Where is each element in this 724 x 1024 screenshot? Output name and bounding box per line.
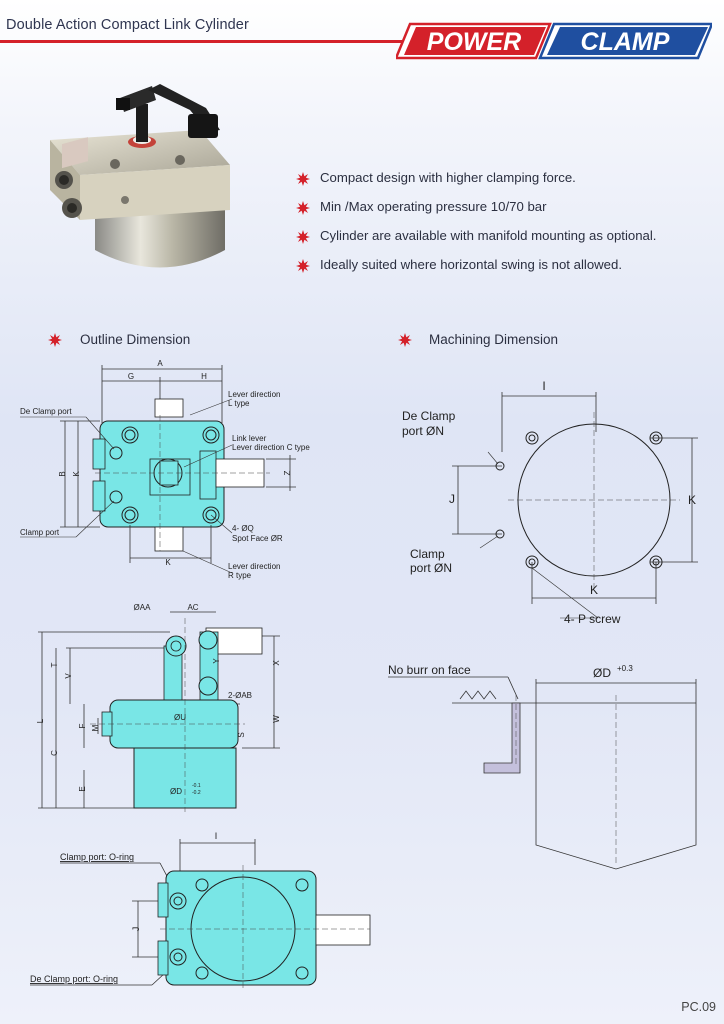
outline-heading: Outline Dimension — [48, 332, 248, 350]
dim-label: W — [272, 715, 281, 723]
annotation: Lever direction C type — [232, 443, 310, 452]
red-starburst-icon — [296, 172, 310, 186]
dim-label: M — [91, 724, 100, 731]
dim-label: J — [449, 492, 455, 506]
dim-label: C — [50, 750, 59, 756]
red-starburst-icon — [48, 333, 62, 347]
dim-label: L — [36, 718, 45, 723]
annotation: De Clamp — [402, 409, 456, 423]
feature-text: Ideally suited where horizontal swing is… — [320, 257, 623, 272]
dim-label: K — [590, 583, 598, 597]
dim-label: Z — [283, 470, 292, 475]
feature-text: Min /Max operating pressure 10/70 bar — [320, 199, 547, 214]
machining-heading: Machining Dimension — [398, 332, 618, 350]
annotation: Spot Face ØR — [232, 534, 283, 543]
dim-label: ØD — [170, 787, 182, 796]
dim-label: ØD — [593, 666, 611, 680]
brand-left-text: POWER — [427, 28, 521, 56]
annotation: Clamp — [410, 547, 445, 561]
dim-label: S — [237, 732, 246, 737]
dim-label: Y — [212, 658, 221, 664]
product-photo — [50, 84, 230, 268]
dim-label: J — [131, 927, 141, 932]
red-starburst-icon — [398, 333, 412, 347]
dim-label: E — [78, 786, 87, 791]
brand-logo: POWER CLAMP — [396, 22, 712, 60]
dim-label: K — [165, 558, 171, 567]
dim-label: G — [128, 372, 134, 381]
annotation: R type — [228, 571, 252, 580]
annotation: De Clamp port — [20, 407, 72, 416]
red-starburst-icon — [296, 201, 310, 215]
dim-label: +0.3 — [617, 664, 633, 673]
annotation: Lever direction — [228, 390, 280, 399]
dim-label: H — [201, 372, 207, 381]
annotation: port ØN — [402, 424, 444, 438]
annotation: 4- P screw — [564, 612, 621, 626]
annotation: Clamp port: O-ring — [60, 852, 134, 862]
dim-label: AC — [187, 603, 198, 612]
outline-top-view: A G H B K Z K Lever direction L type Lin… — [20, 359, 310, 580]
annotation: Lever direction — [228, 562, 280, 571]
page-number: PC.09 — [681, 1000, 716, 1014]
dim-label: -0.1 — [192, 783, 201, 789]
red-starburst-icon — [296, 230, 310, 244]
section-title: Outline Dimension — [80, 332, 191, 347]
title-rule — [0, 40, 410, 43]
dim-label: B — [58, 471, 67, 476]
dim-label: ØAA — [134, 603, 152, 612]
machining-top-view: I De Clamp port ØN J K K Clamp port ØN 4… — [402, 379, 698, 626]
annotation: No burr on face — [388, 663, 471, 677]
annotation: 4- ØQ — [232, 524, 254, 533]
dim-label: I — [542, 379, 545, 393]
red-starburst-icon — [296, 259, 310, 273]
dim-label: K — [688, 493, 696, 507]
dim-label: K — [72, 471, 81, 477]
annotation: Clamp port — [20, 528, 60, 537]
annotation: L type — [228, 399, 250, 408]
dim-label: X — [272, 660, 281, 666]
feature-text: Compact design with higher clamping forc… — [320, 170, 576, 185]
annotation: port ØN — [410, 561, 452, 575]
annotation: De Clamp port: O-ring — [30, 974, 118, 984]
dim-label: V — [64, 673, 73, 679]
document-title: Double Action Compact Link Cylinder — [6, 17, 249, 33]
machining-section-view: No burr on face ØD +0.3 — [388, 663, 697, 870]
outline-side-view: ØAA AC T V L C F M E X Y W S ØU 2-ØAB ØD… — [36, 603, 281, 812]
dim-label: ØU — [174, 713, 186, 722]
dim-label: I — [215, 831, 218, 841]
dim-label: F — [78, 723, 87, 728]
dim-label: T — [50, 662, 59, 667]
feature-text: Cylinder are available with manifold mou… — [320, 228, 657, 243]
dim-label: A — [157, 359, 163, 368]
brand-right-text: CLAMP — [581, 28, 670, 56]
section-title: Machining Dimension — [429, 332, 559, 347]
outline-bottom-view: I J Clamp port: O-ring De Clamp port: O-… — [30, 831, 371, 991]
dim-label: 2-ØAB — [228, 691, 252, 700]
annotation: Link lever — [232, 434, 267, 443]
dim-label: -0.2 — [192, 790, 201, 796]
